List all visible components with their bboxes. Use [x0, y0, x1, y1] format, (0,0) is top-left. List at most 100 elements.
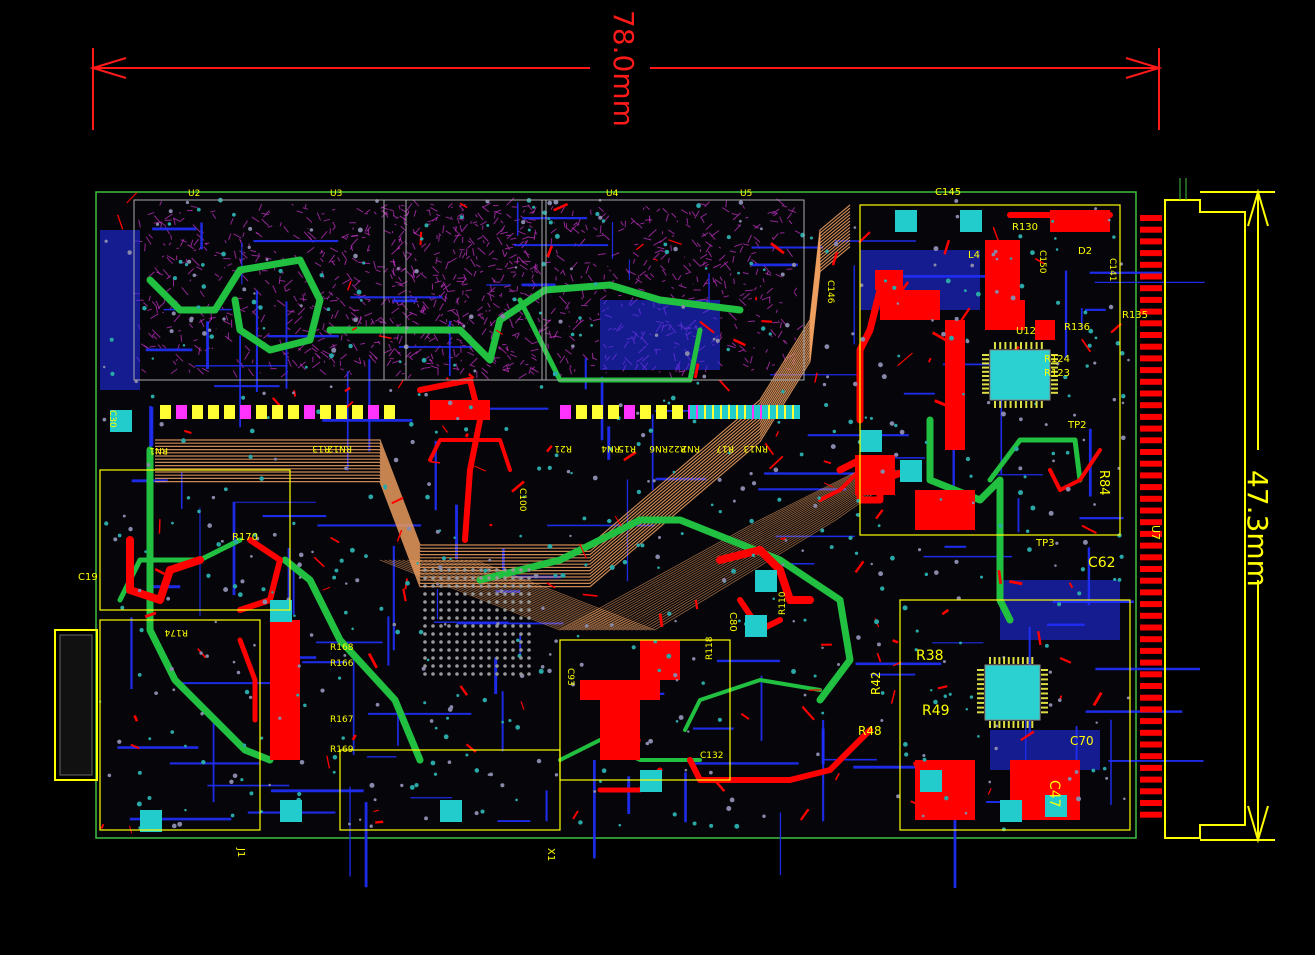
refdes-r168: R168	[330, 643, 354, 653]
edge-finger	[1140, 800, 1162, 806]
edge-finger	[1140, 695, 1162, 701]
resistor-network-pad	[738, 405, 744, 419]
copper-pour	[1000, 580, 1120, 640]
refdes-r170: R170	[232, 532, 258, 543]
resistor-network-pad	[368, 405, 379, 419]
copper-area	[855, 455, 895, 495]
edge-finger	[1140, 461, 1162, 467]
refdes-c100: C100	[517, 488, 527, 512]
copper-area	[945, 320, 965, 450]
edge-finger	[1140, 765, 1162, 771]
edge-finger	[1140, 636, 1162, 642]
component-pad	[895, 210, 917, 232]
edge-finger	[1140, 613, 1162, 619]
refdes-r42: R42	[869, 671, 883, 695]
copper-area	[580, 680, 660, 700]
copper-area	[1035, 320, 1055, 340]
resistor-network-pad	[762, 405, 768, 419]
side-connector	[55, 630, 97, 780]
edge-finger	[1140, 753, 1162, 759]
height-dimension-label: 47.3mm	[1241, 470, 1274, 587]
edge-finger	[1140, 402, 1162, 408]
refdes-r167: R167	[330, 715, 353, 725]
refdes-r166: R166	[330, 659, 354, 669]
edge-finger	[1140, 706, 1162, 712]
refdes-c141: C141	[1107, 258, 1117, 281]
refdes-rn12: RN12	[328, 443, 352, 453]
refdes-r48: R48	[858, 724, 882, 738]
edge-finger	[1140, 788, 1162, 794]
resistor-network-pad	[714, 405, 720, 419]
resistor-network-pad	[288, 405, 299, 419]
refdes-c145: C145	[935, 187, 961, 198]
refdes-c146: C146	[825, 280, 835, 304]
copper-area	[1050, 210, 1110, 232]
resistor-network-pad	[560, 405, 571, 419]
edge-finger	[1140, 601, 1162, 607]
copper-area	[600, 700, 640, 760]
resistor-network-pad	[722, 405, 728, 419]
refdes-l4: L4	[968, 250, 980, 261]
resistor-network-pad	[698, 405, 704, 419]
refdes-u7: U7	[1149, 525, 1162, 540]
resistor-network-pad	[592, 405, 603, 419]
component-pad	[440, 800, 462, 822]
refdes-r22: R22	[668, 443, 686, 453]
resistor-network-pad	[640, 405, 651, 419]
refdes-c70: C70	[1070, 734, 1094, 748]
refdes-r84: R84	[1096, 470, 1111, 496]
edge-finger	[1140, 391, 1162, 397]
component-pad	[745, 615, 767, 637]
resistor-network-pad	[672, 405, 683, 419]
edge-finger	[1140, 414, 1162, 420]
edge-finger	[1140, 320, 1162, 326]
refdes-r13: R13	[312, 443, 330, 453]
component-pad	[270, 600, 292, 622]
edge-finger	[1140, 508, 1162, 514]
resistor-network-pad	[608, 405, 619, 419]
resistor-network-pad	[576, 405, 587, 419]
refdes-d2: D2	[1078, 246, 1092, 257]
edge-finger	[1140, 297, 1162, 303]
refdes-r136: R136	[1064, 322, 1090, 333]
component-pad	[140, 810, 162, 832]
refdes-u4: U4	[606, 189, 619, 199]
resistor-network-pad	[786, 405, 792, 419]
refdes-c132: C132	[700, 751, 723, 761]
refdes-u2: U2	[188, 189, 200, 199]
refdes-rn6: RN6	[649, 443, 668, 453]
edge-finger	[1140, 355, 1162, 361]
resistor-network-pad	[176, 405, 187, 419]
copper-area	[430, 400, 490, 420]
resistor-network-pad	[384, 405, 395, 419]
resistor-network-pad	[160, 405, 171, 419]
refdes-c62: C62	[1088, 555, 1116, 571]
edge-finger	[1140, 426, 1162, 432]
resistor-network-pad	[192, 405, 203, 419]
edge-finger	[1140, 730, 1162, 736]
component-pad	[960, 210, 982, 232]
qfp-chip	[985, 665, 1040, 720]
refdes-r49: R49	[922, 703, 950, 719]
resistor-network-pad	[778, 405, 784, 419]
edge-finger	[1140, 437, 1162, 443]
refdes-r124: R124	[1044, 354, 1070, 365]
edge-finger	[1140, 367, 1162, 373]
refdes-r123: R123	[1044, 368, 1070, 379]
edge-finger	[1140, 250, 1162, 256]
resistor-network-pad	[256, 405, 267, 419]
refdes-r174: R174	[164, 627, 188, 637]
edge-finger	[1140, 379, 1162, 385]
edge-finger	[1140, 683, 1162, 689]
resistor-network-pad	[690, 405, 696, 419]
component-pad	[920, 770, 942, 792]
resistor-network-pad	[706, 405, 712, 419]
refdes-rn13: RN13	[744, 443, 768, 453]
edge-finger	[1140, 718, 1162, 724]
edge-finger	[1140, 660, 1162, 666]
copper-area	[875, 270, 903, 290]
edge-finger	[1140, 472, 1162, 478]
refdes-tp3: TP3	[1035, 538, 1055, 549]
resistor-network-pad	[208, 405, 219, 419]
